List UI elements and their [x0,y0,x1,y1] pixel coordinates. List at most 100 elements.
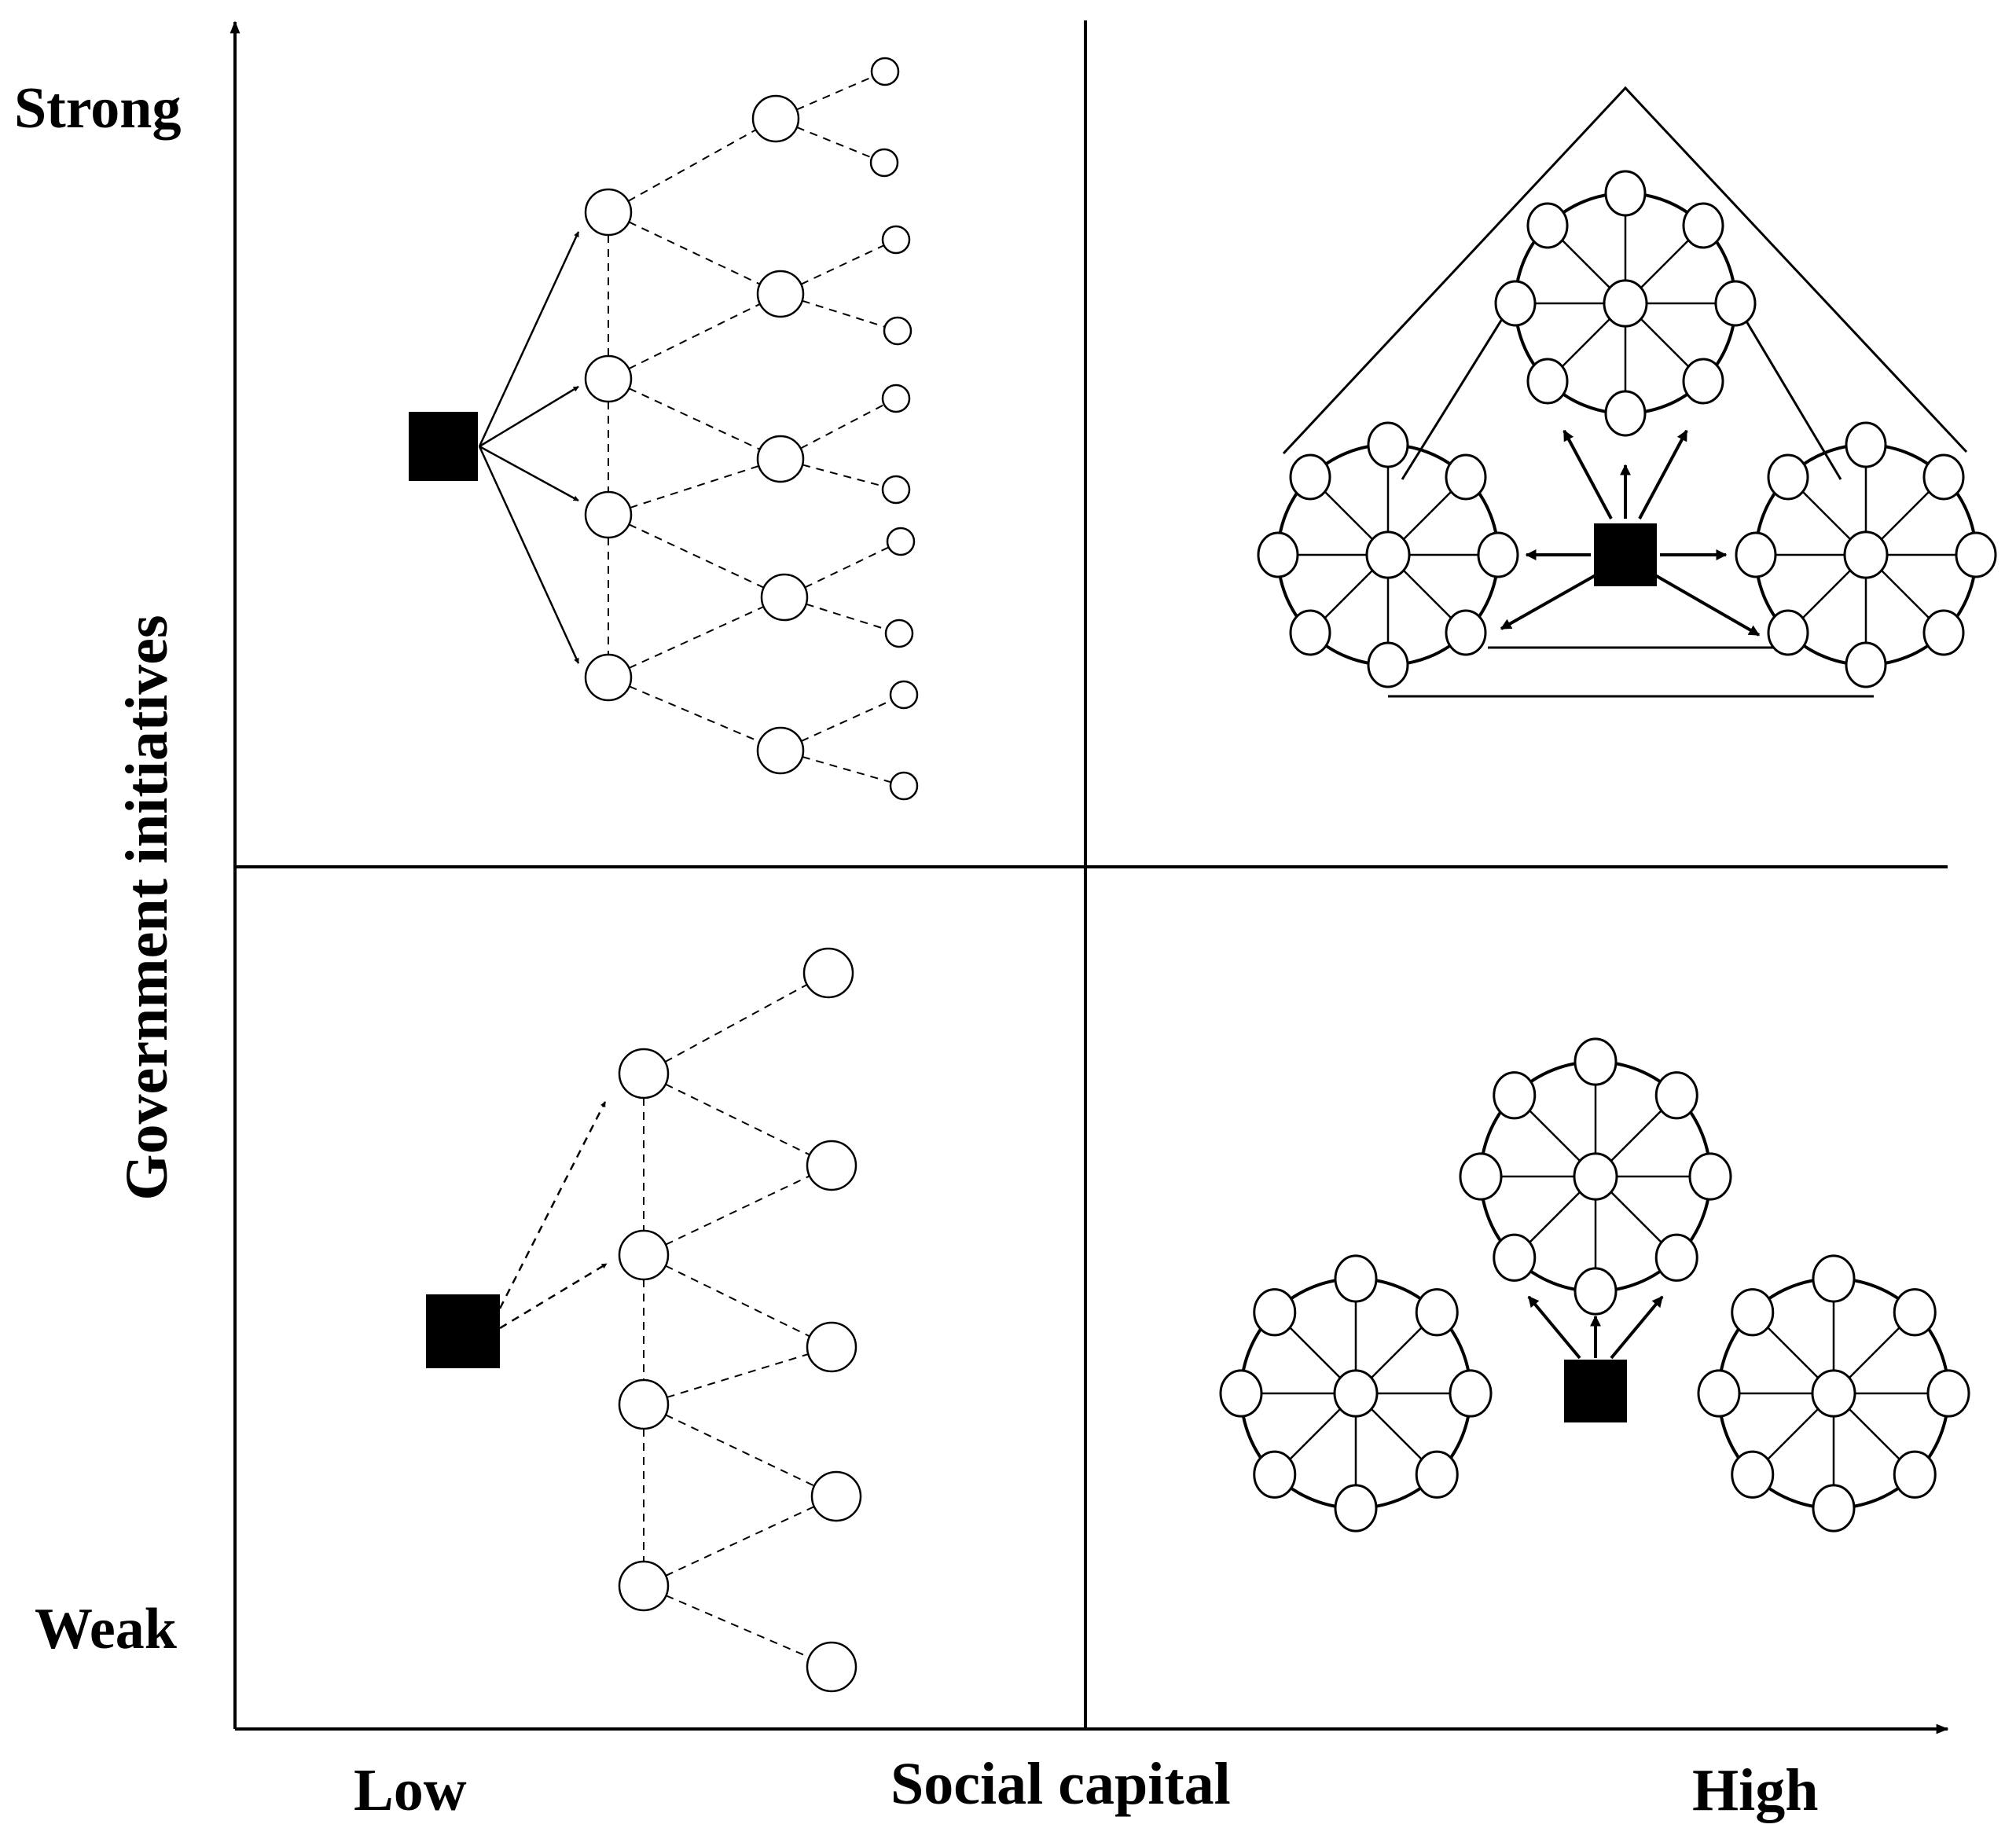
tier1-node-3 [618,1560,670,1612]
top-cluster-member-3 [1654,1233,1698,1282]
tier1-tier2-link-0 [664,983,808,1063]
tier2-node-2 [756,435,805,483]
government-arrow-2 [479,445,579,502]
enclosing-roof [1282,86,1968,455]
left-cluster-hub [1333,1369,1379,1418]
tier1-tier2-link-7 [629,685,760,743]
cluster-link-left [1401,299,1515,480]
tier3-node-3 [883,316,913,346]
right-cluster-member-7 [1767,453,1809,501]
top-cluster-member-2 [1714,280,1757,327]
tier2-node-2 [806,1321,857,1373]
x-high-label: High [1692,1757,1819,1823]
tier1-tier2-link-4 [666,1353,809,1398]
top-cluster-member-1 [1654,1071,1698,1120]
tier1-tier2-link-5 [628,523,765,589]
tier3-node-1 [869,148,899,178]
tier2-node-4 [806,1641,857,1693]
top-cluster-member-4 [1574,1267,1618,1316]
government-square [409,412,478,481]
right-cluster-member-1 [1922,453,1965,501]
government-arrow-down-left [1500,574,1596,630]
right-cluster-member-3 [1893,1450,1937,1499]
tier2-tier3-link-5 [802,464,883,487]
tier2-tier3-link-8 [801,699,892,742]
tier1-node-0 [584,188,633,237]
top-cluster-hub [1603,279,1648,328]
top-cluster-member-4 [1604,390,1647,437]
tier1-tier2-link-1 [665,1083,810,1156]
top-cluster-member-5 [1493,1233,1537,1282]
right-cluster-member-1 [1893,1288,1937,1337]
tier2-node-3 [760,573,809,622]
tier2-tier3-link-3 [802,299,886,328]
right-cluster-member-4 [1812,1484,1856,1532]
tier3-node-2 [881,225,911,255]
left-cluster-member-0 [1367,421,1409,468]
tier1-node-0 [618,1048,670,1099]
top-cluster-member-6 [1494,280,1537,327]
tier2-tier3-link-1 [796,126,872,159]
right-cluster-member-6 [1735,531,1777,578]
tier1-tier2-link-2 [665,1175,810,1246]
right-cluster-member-4 [1845,641,1887,688]
y-axis-title: Government initiatives [114,615,180,1200]
tier1-node-3 [584,653,633,702]
tier2-tier3-link-2 [800,244,885,285]
right-cluster-member-0 [1845,421,1887,468]
government-arrow-up-left [1527,1295,1581,1360]
left-cluster-member-4 [1367,641,1409,688]
left-cluster-member-4 [1334,1484,1378,1532]
tier2-node-4 [756,726,805,775]
tier1-tier2-link-7 [666,1595,810,1658]
tier1-tier2-link-3 [628,387,761,450]
tier1-node-1 [584,354,633,403]
tier2-node-1 [756,270,805,318]
quadrant-weak-government-low-capital [426,947,862,1693]
right-cluster-member-6 [1697,1369,1741,1418]
government-arrow-3 [478,446,580,664]
tier3-node-8 [889,680,919,710]
tier3-node-9 [889,771,919,801]
left-cluster-member-1 [1445,453,1487,501]
top-cluster-hub [1573,1152,1618,1201]
tier2-tier3-link-0 [796,75,873,111]
tier2-tier3-link-7 [806,603,887,630]
tier3-node-0 [870,57,900,86]
government-arrow-up-left [1562,429,1613,519]
right-cluster-member-2 [1926,1369,1970,1418]
government-arrow-up-right [1638,429,1688,519]
tier3-node-5 [881,475,911,505]
tier2-tier3-link-4 [800,404,885,450]
left-cluster-member-6 [1219,1369,1263,1418]
tier1-tier2-link-1 [628,221,761,285]
tier1-tier2-link-2 [628,303,761,370]
left-cluster-member-5 [1253,1450,1297,1499]
top-cluster-member-0 [1604,170,1647,217]
right-cluster-member-5 [1731,1450,1775,1499]
tier2-node-1 [806,1140,857,1191]
left-cluster-member-2 [1477,531,1519,578]
tier3-node-6 [886,527,916,556]
top-cluster-member-5 [1526,358,1569,405]
government-arrow-0 [498,1101,607,1309]
left-cluster-member-3 [1415,1450,1459,1499]
top-cluster-member-1 [1682,202,1724,249]
tier1-tier2-link-6 [665,1506,815,1577]
left-cluster-member-7 [1289,453,1331,501]
tier1-tier2-link-0 [627,129,757,202]
top-cluster-member-0 [1574,1037,1618,1086]
right-cluster-member-5 [1767,609,1809,656]
government-arrow-1 [499,1262,608,1330]
tier1-tier2-link-4 [630,464,759,509]
government-square [1594,523,1657,586]
left-cluster-member-5 [1289,609,1331,656]
left-cluster-member-0 [1334,1254,1378,1303]
x-low-label: Low [354,1757,467,1823]
top-cluster-member-6 [1459,1152,1503,1201]
quadrant-strong-government-low-capital [409,57,919,801]
tier1-tier2-link-5 [665,1414,815,1487]
left-cluster-hub [1365,530,1411,579]
